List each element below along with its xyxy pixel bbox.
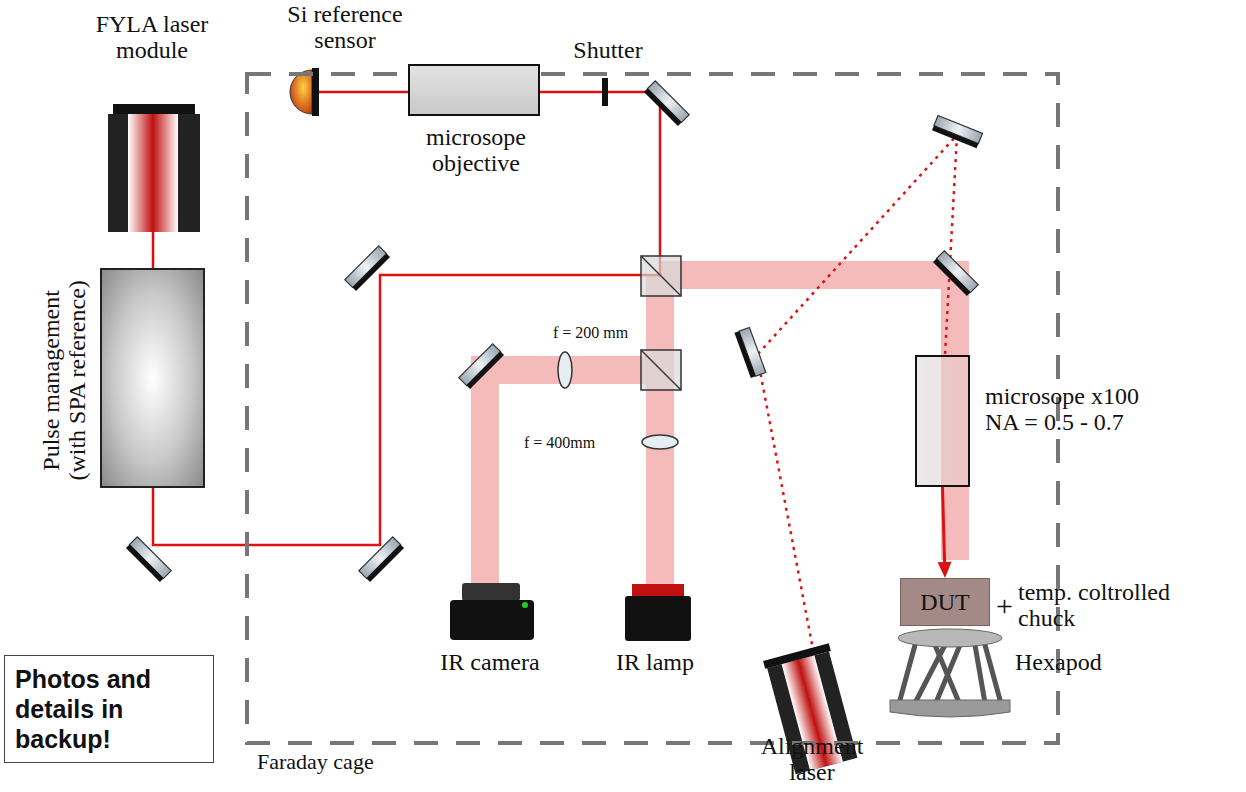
lens-label: f = 400mm [524, 434, 634, 451]
pulse-management-box: Pulse management (with SPA reference) [100, 268, 205, 488]
dut-box: DUT [900, 578, 990, 626]
shutter-label: Shutter [548, 38, 668, 64]
beam-arrow [938, 487, 952, 578]
laser-label: FYLA laser module [67, 12, 237, 64]
camera-label: IR camera [420, 650, 560, 676]
node-text: Pulse management (with SPA reference) [38, 266, 91, 494]
node-text: microsope objective [391, 124, 561, 177]
alignment-laser-label: Alignment laser [747, 734, 877, 786]
faraday-cage: Faraday cagemicrosope objectivemicrosope… [245, 72, 1060, 745]
node-text: DUT [920, 589, 969, 615]
lamp-label: IR lamp [595, 650, 715, 676]
node-text: Photos and details in backup! [15, 664, 200, 754]
microscope-objective: microsope objective [408, 64, 540, 116]
microscope-x100: microsope x100 NA = 0.5 - 0.7 [915, 355, 970, 487]
lens-label: f = 200 mm [553, 324, 663, 341]
node-text: Faraday cage [257, 750, 374, 774]
node-text: microsope x100 NA = 0.5 - 0.7 [985, 383, 1171, 436]
plus-sign: + [996, 590, 1020, 622]
sensor-label: Si reference sensor [275, 2, 415, 54]
note-box: Photos and details in backup! [4, 655, 214, 763]
hexapod-label: Hexapod [1015, 650, 1145, 676]
chuck-label: temp. coltrolled chuck [1018, 580, 1214, 632]
